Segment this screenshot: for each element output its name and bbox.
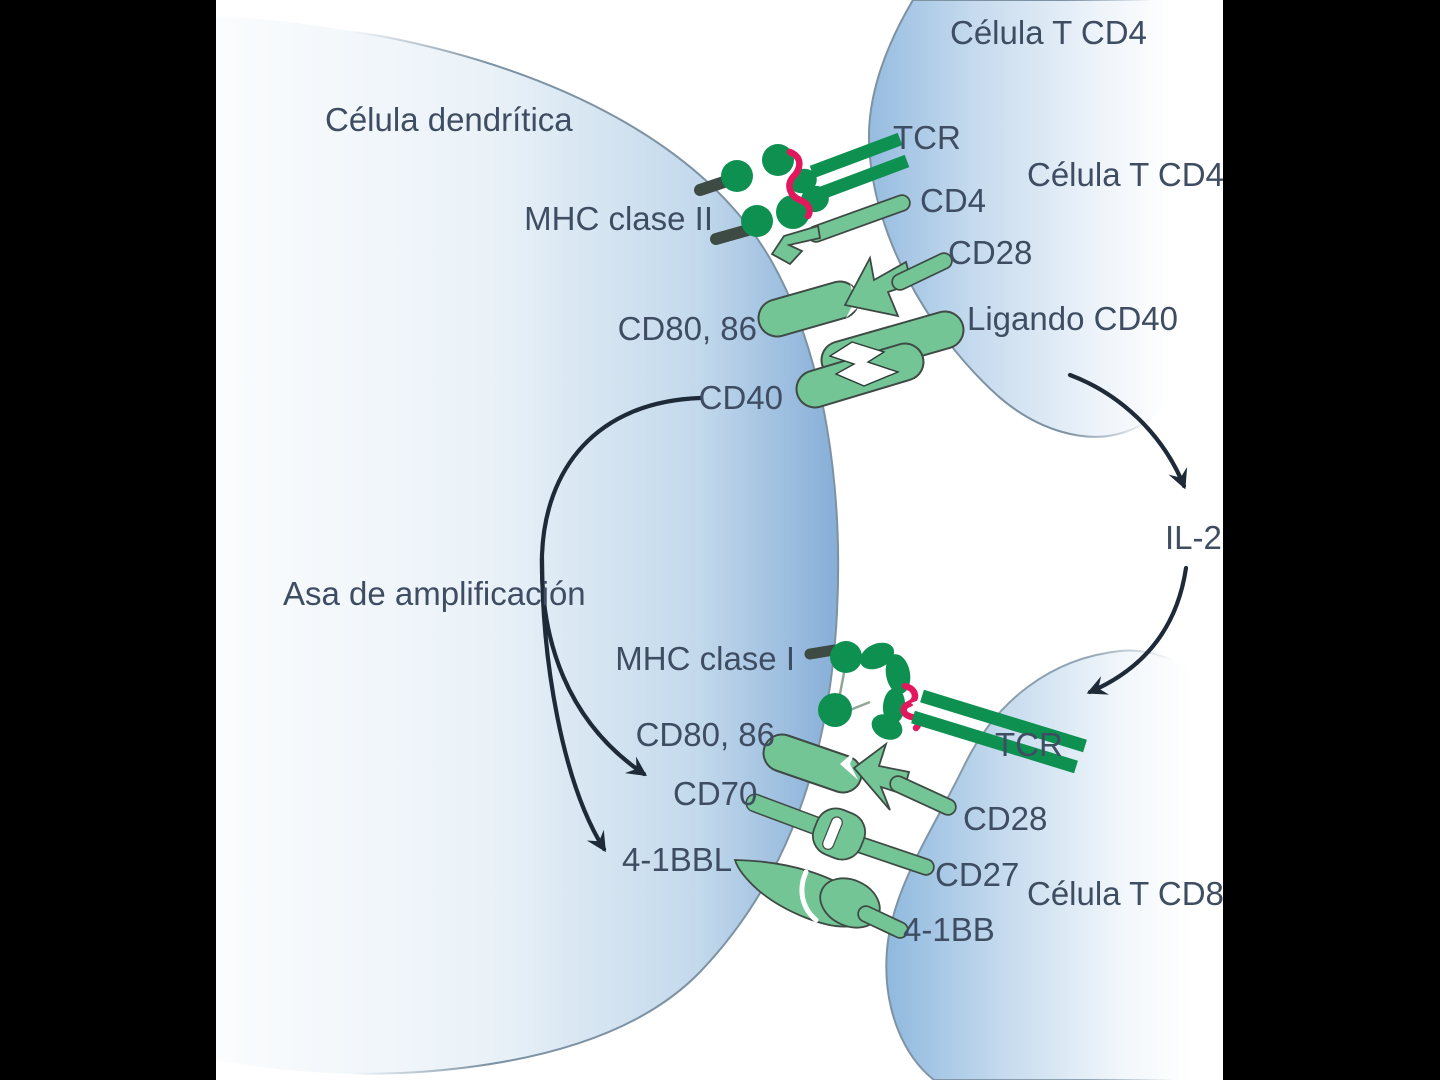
cd27-shape — [811, 807, 935, 876]
il2-label: IL-2 — [1165, 519, 1222, 556]
tcr-top-label: TCR — [893, 119, 961, 156]
tcr-bottom-label: TCR — [995, 726, 1063, 763]
arrow-il2-to-cd8-cell — [1086, 565, 1189, 695]
t-cd4-cell-label-top: Célula T CD4 — [950, 14, 1147, 51]
t-cd8-cell-body — [885, 649, 1223, 1080]
mhc-class-ii-label: MHC clase II — [524, 200, 713, 237]
cd80-86-bottom-label: CD80, 86 — [636, 716, 775, 753]
loop-arrow-to-4-1bbl — [539, 555, 607, 853]
arrow-cd40l-to-il2 — [1067, 372, 1188, 490]
cd28-top-shape — [843, 252, 953, 318]
dendritic-cell-label: Célula dendrítica — [325, 101, 573, 138]
cd28-top-label: CD28 — [948, 234, 1032, 271]
cd40-ligand-label: Ligando CD40 — [967, 300, 1178, 337]
cd28-bottom-label: CD28 — [963, 800, 1047, 837]
4-1bb-label: 4-1BB — [903, 911, 995, 948]
amplification-loop-arrows — [539, 395, 703, 853]
cd70-shape — [745, 793, 832, 838]
4-1bbl-label: 4-1BBL — [622, 841, 732, 878]
cd8-synapse-complex — [733, 641, 1087, 939]
t-cd8-cell-label: Célula T CD8 — [1027, 875, 1224, 912]
mhc-class-i-label: MHC clase I — [615, 640, 795, 677]
cd27-label: CD27 — [935, 856, 1019, 893]
cd80-86-bottom-shape — [762, 733, 863, 794]
cd4-label: CD4 — [920, 182, 986, 219]
cd80-86-top-label: CD80, 86 — [618, 310, 757, 347]
tcr-top-shape — [809, 132, 910, 201]
loop-arrow-to-cd70 — [539, 395, 703, 777]
t-cd4-cell-label: Célula T CD4 — [1027, 156, 1224, 193]
cd40-label: CD40 — [699, 379, 783, 416]
4-1bb-shape — [857, 905, 909, 939]
cd28-bottom-shape — [852, 741, 957, 816]
amplification-loop-label: Asa de amplificación — [283, 575, 586, 612]
cd40-binding-gap — [828, 341, 901, 387]
tcr-bottom-shape — [911, 689, 1087, 774]
cd4-synapse-complex — [694, 132, 965, 409]
mhc-ii-peptide — [786, 148, 813, 220]
cd4-coreceptor-shape — [770, 194, 911, 266]
mhc-class-i-shape — [804, 641, 911, 740]
cd70-label: CD70 — [673, 775, 757, 812]
